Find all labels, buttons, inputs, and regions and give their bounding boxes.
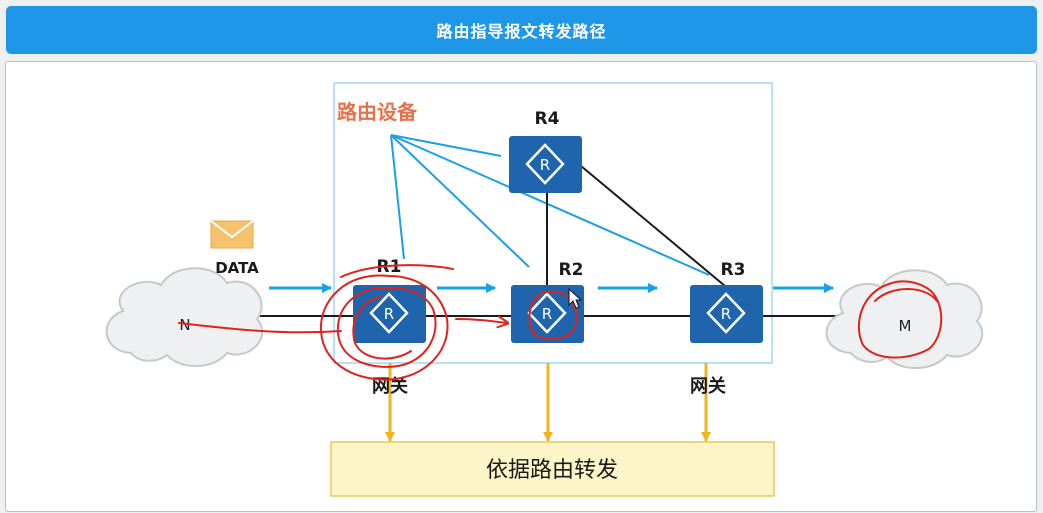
data-label: DATA	[215, 259, 259, 277]
router-icon: R	[690, 285, 763, 343]
routing-device-label: 路由设备	[337, 100, 418, 124]
cursor-icon	[568, 287, 583, 309]
svg-text:R: R	[384, 305, 394, 323]
envelope-icon	[210, 220, 254, 249]
router-icon: R	[511, 285, 584, 343]
page-title: 路由指导报文转发路径	[6, 6, 1037, 54]
router-r1-label: R1	[377, 257, 402, 277]
svg-text:R: R	[542, 305, 552, 323]
cloud-m-label: M	[899, 317, 912, 335]
forward-box-label: 依据路由转发	[486, 458, 618, 483]
forward-box	[330, 441, 775, 497]
router-icon: R	[509, 136, 582, 193]
gateway-label-r3: 网关	[690, 375, 726, 397]
cloud-m: M	[825, 269, 984, 370]
router-r4-label: R4	[535, 109, 560, 129]
cloud-icon	[105, 267, 264, 368]
group-pointer-lines	[390, 134, 710, 276]
router-r3-label: R3	[721, 260, 746, 280]
router-r2: R2 R	[511, 260, 584, 343]
router-icon: R	[353, 285, 426, 343]
router-r2-label: R2	[559, 260, 584, 280]
lookup-arrows	[385, 363, 711, 442]
cloud-icon	[825, 269, 984, 370]
red-annotation	[178, 264, 943, 381]
routing-diagram: 路由设备 N M DATA 依据路由转发	[105, 82, 984, 497]
cloud-n: N	[105, 267, 264, 368]
routing-device-group-box	[333, 82, 773, 364]
router-r3: R3 R	[690, 260, 763, 343]
router-r4: R4 R	[509, 109, 582, 193]
svg-text:R: R	[540, 156, 550, 174]
diagram-canvas: 路由设备 N M DATA 依据路由转发	[5, 61, 1037, 512]
cloud-n-label: N	[179, 316, 190, 334]
svg-text:R: R	[721, 305, 731, 323]
